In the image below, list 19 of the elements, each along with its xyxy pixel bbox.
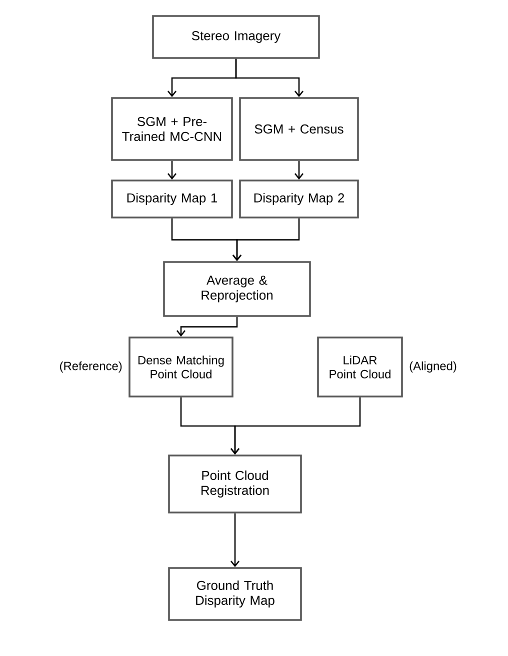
- process-box: Point Cloud Registration: [168, 454, 302, 514]
- process-box: Ground Truth Disparity Map: [168, 567, 302, 621]
- arrow: [235, 58, 304, 98]
- process-box: Disparity Map 1: [111, 180, 233, 218]
- process-box: Disparity Map 2: [239, 180, 359, 218]
- arrow: [232, 218, 300, 262]
- process-box: Stereo Imagery: [152, 15, 320, 59]
- process-box: SGM + Pre-Trained MC-CNN: [111, 97, 233, 161]
- arrow: [176, 316, 238, 337]
- arrow: [168, 160, 176, 180]
- arrow: [294, 160, 304, 180]
- arrow: [230, 513, 240, 568]
- process-box: Dense Matching Point Cloud: [128, 336, 234, 398]
- side-label: (Aligned): [410, 361, 456, 373]
- process-box: LiDAR Point Cloud: [317, 336, 403, 398]
- side-label: (Reference): [60, 361, 122, 373]
- process-box: Average & Reprojection: [163, 261, 311, 317]
- arrow: [230, 397, 361, 455]
- process-box: SGM + Census: [239, 97, 359, 161]
